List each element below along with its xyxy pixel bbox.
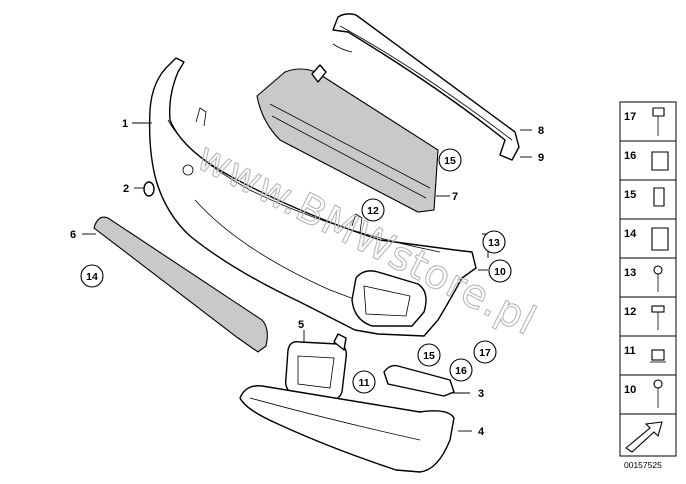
upper-trim-strip — [332, 13, 520, 161]
legend-item-11: 11 — [619, 335, 677, 376]
leader-lines — [82, 122, 532, 432]
small-trim — [383, 364, 455, 397]
svg-text:11: 11 — [624, 345, 636, 357]
callout-11: 11 — [352, 370, 376, 394]
clip-nut-icon — [651, 151, 669, 171]
callout-10: 10 — [488, 259, 512, 283]
bolt-icon — [653, 265, 663, 292]
part-label-9: 9 — [538, 152, 544, 164]
svg-text:10: 10 — [494, 266, 506, 278]
part-label-6: 6 — [70, 229, 76, 241]
circled-callouts: 15 12 13 10 14 11 15 16 — [80, 148, 512, 394]
callout-16: 16 — [449, 358, 473, 382]
callout-13: 13 — [482, 230, 506, 254]
svg-text:14: 14 — [624, 228, 637, 240]
part-label-7: 7 — [452, 191, 458, 203]
legend-item-12: 12 — [619, 296, 677, 337]
svg-text:15: 15 — [444, 155, 456, 167]
callout-15-lower: 15 — [417, 343, 441, 367]
upper-grille — [256, 64, 439, 213]
svg-text:13: 13 — [624, 267, 636, 279]
svg-text:16: 16 — [455, 365, 467, 377]
expansion-rivet-icon — [653, 187, 665, 207]
fastener-legend: 17 16 15 14 13 — [619, 101, 677, 457]
diagram-id: 00157525 — [624, 460, 662, 470]
legend-item-13: 13 — [619, 257, 677, 298]
callout-17: 17 — [473, 340, 497, 364]
lower-grille — [93, 216, 268, 353]
svg-text:17: 17 — [624, 111, 636, 123]
collar-nut-icon — [650, 349, 666, 363]
svg-text:13: 13 — [488, 237, 500, 249]
rivet-screw-icon — [653, 379, 663, 408]
bracket-clip-icon — [651, 227, 669, 251]
legend-item-16: 16 — [619, 140, 677, 181]
svg-text:16: 16 — [624, 150, 636, 162]
callout-14: 14 — [80, 264, 104, 288]
svg-text:14: 14 — [86, 271, 98, 283]
part-label-5: 5 — [298, 319, 304, 331]
svg-text:10: 10 — [624, 384, 636, 396]
hex-screw-icon — [651, 305, 665, 330]
part-label-2: 2 — [123, 183, 129, 195]
part-number-labels: 1 2 3 4 5 6 7 8 9 — [70, 118, 544, 438]
lower-spoiler — [239, 385, 455, 473]
callout-15-upper: 15 — [438, 148, 462, 172]
fog-lamp-bezel — [284, 333, 348, 402]
screw-icon — [652, 107, 665, 136]
part-label-8: 8 — [538, 125, 544, 137]
callout-12: 12 — [361, 198, 385, 222]
svg-text:17: 17 — [479, 347, 491, 359]
svg-text:12: 12 — [624, 306, 636, 318]
legend-item-14: 14 — [619, 218, 677, 259]
cap — [143, 181, 155, 197]
svg-text:15: 15 — [624, 189, 636, 201]
svg-text:12: 12 — [367, 205, 379, 217]
svg-text:11: 11 — [358, 377, 369, 389]
legend-item-arrow — [619, 413, 677, 457]
legend-item-10: 10 — [619, 374, 677, 415]
bumper-cover — [148, 57, 477, 337]
part-label-4: 4 — [478, 426, 485, 438]
part-label-3: 3 — [478, 388, 484, 400]
legend-item-15: 15 — [619, 179, 677, 220]
direction-arrow-icon — [625, 421, 663, 453]
part-label-1: 1 — [122, 118, 128, 130]
legend-item-17: 17 — [619, 101, 677, 142]
svg-text:15: 15 — [423, 350, 435, 362]
